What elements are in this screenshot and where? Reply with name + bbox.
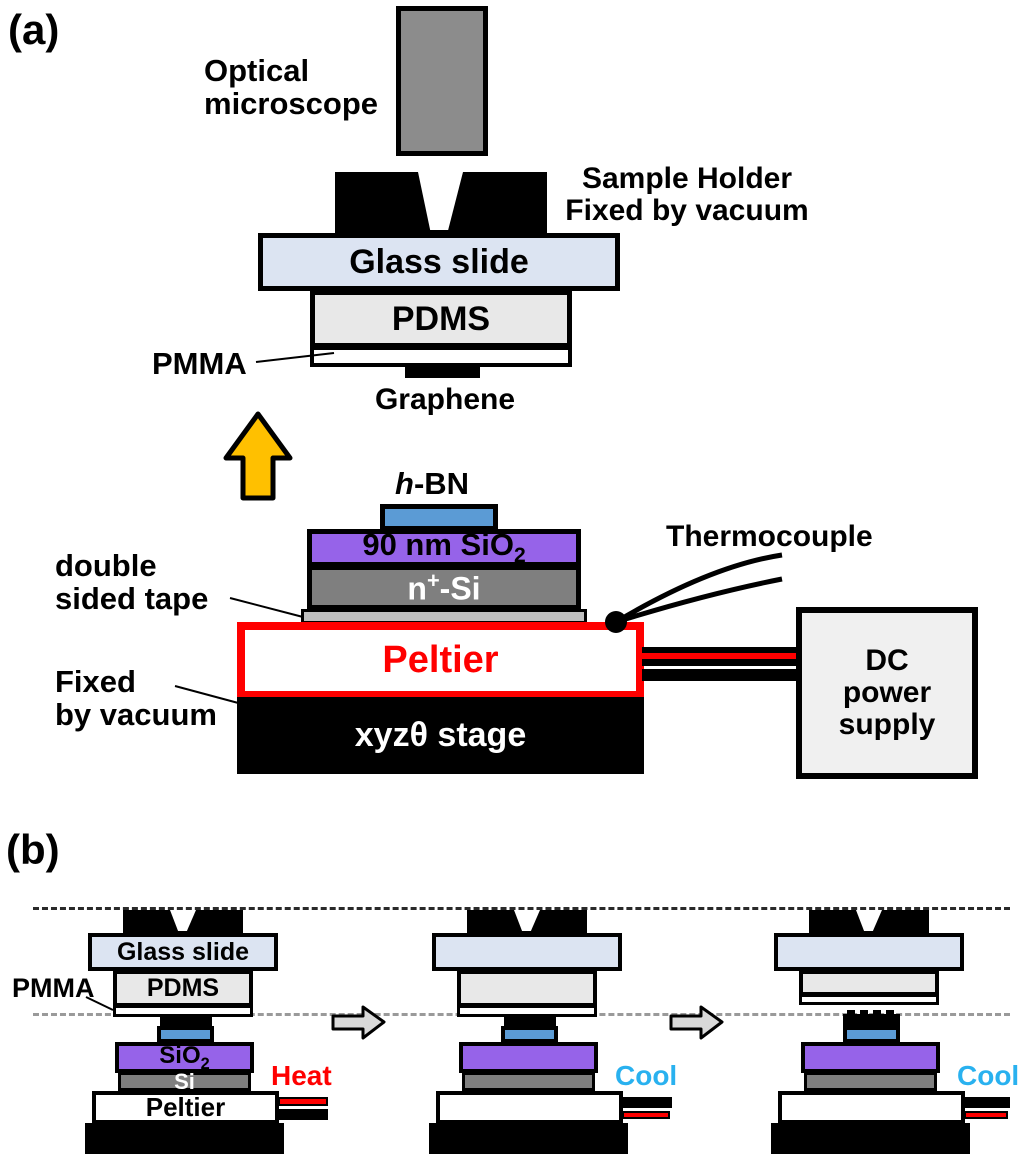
wire-red [964,1111,1008,1119]
double-sided-tape-label: double sided tape [55,548,209,616]
vacuum-notch [170,910,196,931]
right-arrow-icon [331,1005,386,1040]
glass-slide-layer [774,933,964,971]
temperature-label: Cool [615,1060,678,1091]
step-1-contact-heat: Glass slide PDMS SiO2 Si Peltier Heat [85,908,335,1154]
temperature-label: Heat [271,1060,332,1091]
dc-power-supply: DC power supply [796,607,978,779]
tape-leader-line [229,597,304,618]
sample-holder [467,910,587,933]
peltier-power-wire-2 [642,669,798,681]
pdms-label: PDMS [391,299,491,338]
graphene-wrinkles [847,1010,895,1015]
step-2-cool: Cool [429,908,679,1154]
peltier-element [778,1091,965,1124]
sio2-label: SiO2 [159,1041,210,1073]
pmma-label-b: PMMA [12,973,95,1003]
graphene-layer [504,1017,556,1027]
si-substrate-layer: Si [118,1068,251,1094]
dc-power-supply-label: DC power supply [838,644,936,741]
wire-black [622,1097,672,1108]
fixed-by-vacuum-label: Fixed by vacuum [55,664,217,732]
vacuum-notch [418,172,463,230]
sample-holder [123,910,243,933]
pdms-layer: PDMS [113,970,253,1007]
reference-dashed-line-top [33,907,1010,910]
vacuum-notch [856,910,882,931]
thermocouple-wire-2 [615,576,783,625]
wire-red [622,1111,670,1119]
pmma-layer [113,1005,253,1017]
sio2-layer: 90 nm SiO2 [307,527,581,568]
glass-slide-layer: Glass slide [258,233,620,291]
sample-holder-label: Sample Holder Fixed by vacuum [565,162,809,227]
stage-base [85,1123,284,1154]
sio2-label: 90 nm SiO2 [362,527,526,568]
pdms-label: PDMS [146,974,220,1002]
thermocouple-label: Thermocouple [666,520,873,553]
si-label: n+-Si [407,567,481,607]
peltier-power-wire [642,647,798,666]
sample-holder [335,172,547,233]
glass-slide-layer [432,933,622,971]
graphene-layer [843,1014,900,1026]
glass-slide-layer: Glass slide [88,933,278,971]
stage-base [429,1123,628,1154]
si-substrate-layer [462,1072,595,1091]
peltier-label: Peltier [382,639,499,681]
stage-label: xyzθ stage [354,716,527,754]
pmma-label: PMMA [152,346,247,381]
sio2-layer [801,1042,940,1073]
wire-red [278,1097,328,1106]
pmma-layer [457,1005,597,1017]
vacuum-notch [514,910,540,931]
optical-microscope-objective [396,6,488,156]
graphene-layer [405,365,480,378]
wire-black [278,1109,328,1120]
step-3-release: Cool [771,908,1020,1154]
pdms-layer [799,970,939,996]
peltier-element [436,1091,623,1124]
hbn-label: h-BN [395,466,470,501]
sample-holder [809,910,929,933]
si-substrate-layer [804,1072,937,1091]
sio2-layer [459,1042,598,1073]
panel-a-label: (a) [8,6,60,53]
panel-b-label: (b) [6,826,60,873]
glass-slide-label: Glass slide [116,937,250,966]
peltier-element: Peltier [92,1091,279,1124]
peltier-element: Peltier [237,622,644,699]
hbn-flake [843,1026,900,1043]
glass-slide-label: Glass slide [349,242,529,281]
optical-microscope-label: Optical microscope [204,53,379,121]
si-label: Si [174,1068,195,1094]
stage-base [771,1123,970,1154]
peltier-label: Peltier [145,1092,226,1122]
hbn-flake [501,1026,558,1043]
temperature-label: Cool [957,1060,1020,1091]
pdms-layer: PDMS [310,290,572,348]
graphene-label: Graphene [374,383,516,416]
xyz-theta-stage: xyzθ stage [237,697,644,774]
sio2-layer: SiO2 [115,1042,254,1073]
pmma-layer [799,994,939,1005]
thermocouple-wire-1 [614,552,783,625]
si-substrate-layer: n+-Si [307,565,581,610]
pdms-layer [457,970,597,1007]
graphene-layer [160,1017,212,1027]
hbn-flake [380,504,498,531]
up-arrow-icon [223,411,293,501]
hbn-flake [157,1026,214,1043]
pmma-layer [310,346,572,367]
wire-black [964,1097,1010,1108]
